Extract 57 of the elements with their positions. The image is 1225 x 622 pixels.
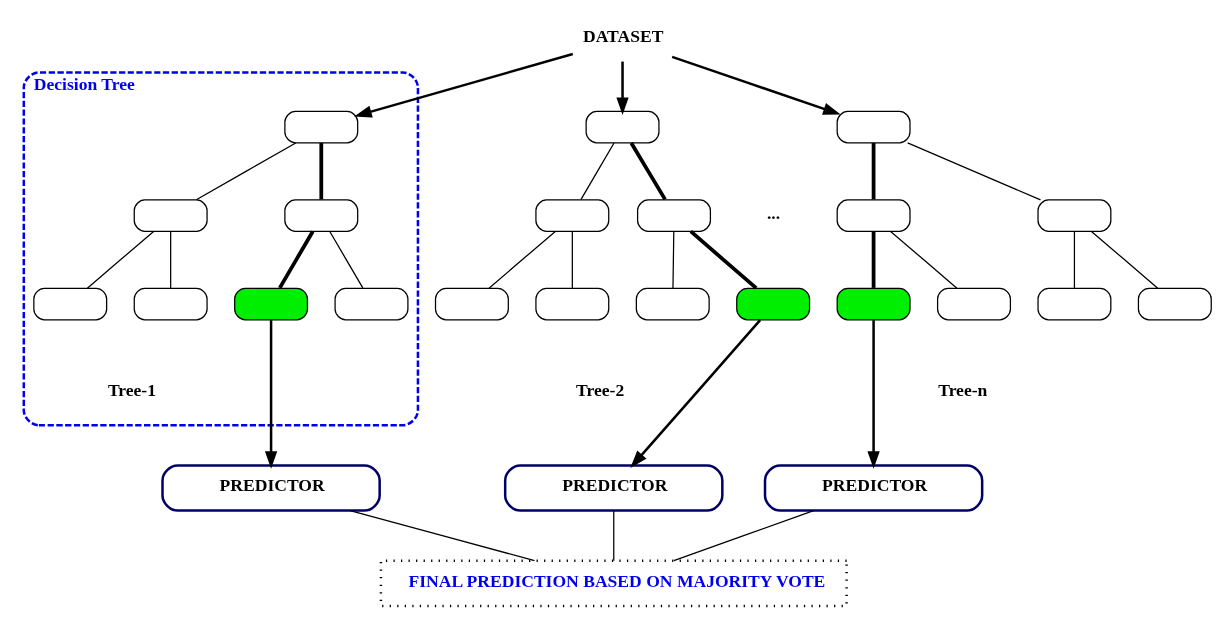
node-box [836,110,911,144]
label: ... [766,202,781,223]
node-box [434,287,509,321]
node-box [836,199,911,232]
label: Tree-n [938,379,988,400]
label: Tree-2 [576,379,625,400]
connector [907,142,1042,201]
node-box [1037,199,1112,232]
node-box [636,199,712,232]
connector [1090,230,1159,289]
node-box [133,287,208,321]
connector [580,142,615,201]
node-box [1137,287,1212,321]
node-box [585,110,660,144]
connector [1073,230,1076,289]
node-box [1037,287,1112,321]
node-box [284,199,359,232]
connector [349,510,536,562]
node-box [284,110,359,144]
arrow [354,52,574,118]
connector [195,142,297,201]
connector [871,231,876,288]
node-box: PREDICTOR [161,464,381,512]
node-box [836,287,911,321]
node-box [736,287,811,321]
node-box [133,199,208,232]
connector [613,510,615,562]
arrow [867,320,880,469]
node-box [33,287,108,321]
connector [86,230,155,289]
arrow [264,320,278,469]
connector [673,510,815,562]
connector [629,142,667,201]
connector [871,142,876,200]
connector [689,230,758,290]
arrow [616,61,629,115]
node-box: FINAL PREDICTION BASED ON MAJORITY VOTE [379,559,848,608]
node-box: PREDICTOR [763,464,984,512]
node-box [535,287,610,321]
connector [170,230,172,289]
arrow [671,55,841,115]
connector [329,230,364,289]
connector [571,230,573,289]
node-box [535,199,610,232]
node-box [334,287,409,321]
node-text: DATASET [583,26,664,46]
connector [278,230,315,289]
connector [319,142,324,200]
label: Tree-1 [107,379,157,400]
connector [890,230,958,289]
node-box [936,287,1012,321]
node-box: PREDICTOR [503,464,724,512]
node-box [234,287,309,321]
connector [672,230,675,289]
connector [488,230,556,289]
arrow [630,319,762,468]
node-box [635,287,710,321]
